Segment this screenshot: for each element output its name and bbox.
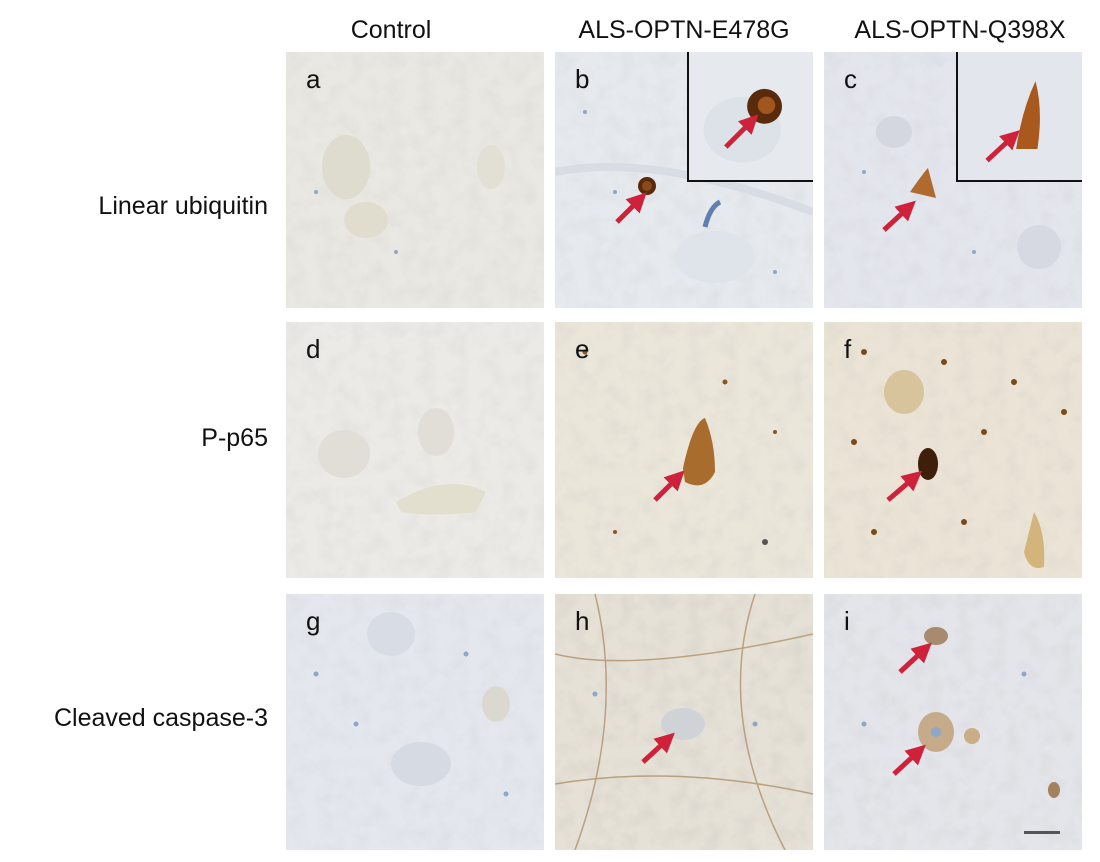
panel-i: i	[824, 594, 1082, 850]
row-label-linear-ubiquitin: Linear ubiquitin	[98, 192, 268, 220]
panel-letter-e: e	[575, 334, 590, 364]
inset-image-b	[689, 52, 813, 180]
panel-b: b	[555, 52, 813, 308]
inset-b	[687, 52, 813, 182]
panel-a: a	[286, 52, 544, 308]
tissue-image-d	[286, 322, 544, 578]
inset-c	[956, 52, 1082, 182]
panel-letter-h: h	[575, 606, 590, 636]
tissue-image-e	[555, 322, 813, 578]
column-header-control: Control	[350, 16, 432, 44]
panel-h: h	[555, 594, 813, 850]
panel-letter-g: g	[306, 606, 321, 636]
column-header-e478g: ALS-OPTN-E478G	[578, 16, 790, 44]
panel-letter-a: a	[306, 64, 321, 94]
panel-g: g	[286, 594, 544, 850]
inset-image-c	[958, 52, 1082, 180]
panel-letter-f: f	[844, 334, 852, 364]
panel-letter-c: c	[844, 64, 857, 94]
tissue-image-g	[286, 594, 544, 850]
panel-letter-i: i	[844, 606, 850, 636]
row-label-p-p65: P-p65	[201, 424, 268, 452]
row-label-cleaved-caspase-3: Cleaved caspase-3	[53, 704, 268, 732]
tissue-image-h	[555, 594, 813, 850]
panel-letter-d: d	[306, 334, 321, 364]
panel-c: c	[824, 52, 1082, 308]
panel-e: e	[555, 322, 813, 578]
panel-d: d	[286, 322, 544, 578]
panel-f: f	[824, 322, 1082, 578]
tissue-image-f	[824, 322, 1082, 578]
tissue-image-i	[824, 594, 1082, 850]
panel-letter-b: b	[575, 64, 590, 94]
column-header-q398x: ALS-OPTN-Q398X	[854, 16, 1066, 44]
tissue-image-a	[286, 52, 544, 308]
scale-bar	[1024, 831, 1060, 834]
